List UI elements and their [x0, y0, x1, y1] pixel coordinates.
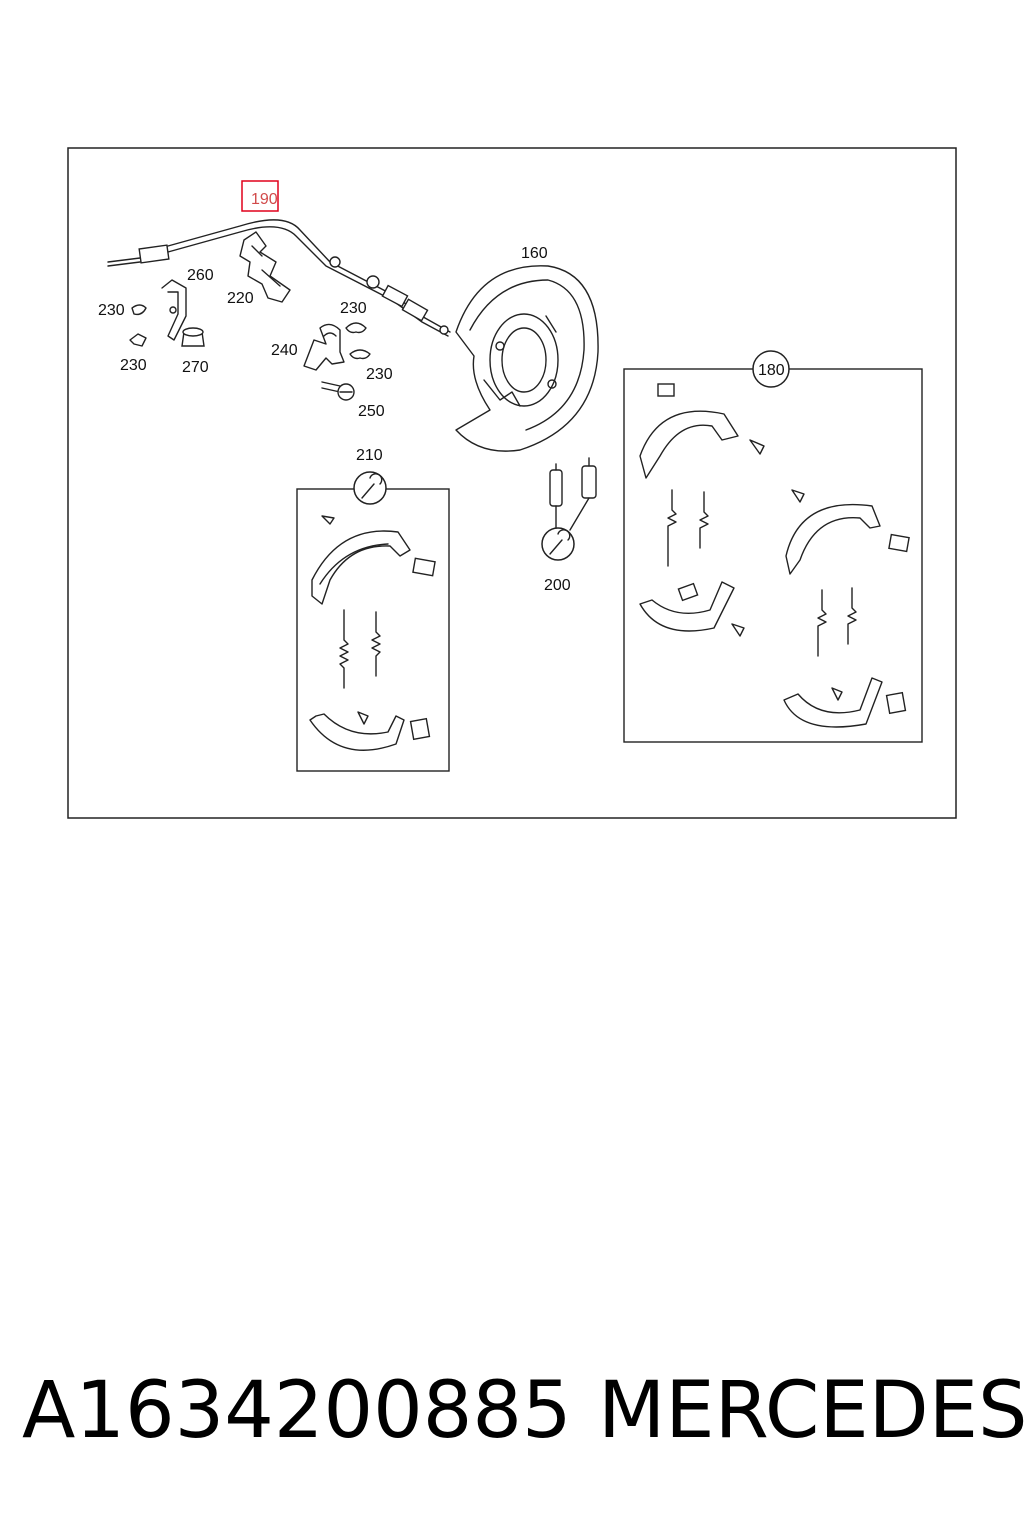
callout-230-mid-upper[interactable]: 230	[340, 300, 367, 317]
callout-160[interactable]: 160	[521, 245, 548, 262]
pin-180-d[interactable]	[831, 687, 843, 701]
brake-shoe-lower-210[interactable]	[309, 713, 405, 751]
pin-180-c[interactable]	[791, 489, 805, 503]
pad-clip-180-a[interactable]	[657, 383, 675, 397]
footer: A1634200885 MERCEDES	[0, 1372, 1024, 1472]
cable-guide-bracket[interactable]	[239, 231, 291, 303]
callout-180[interactable]: 180	[758, 362, 785, 379]
pad-clip-210-lower[interactable]	[409, 717, 431, 741]
brand-name: MERCEDES	[598, 1366, 1024, 1456]
callout-230-left-lower[interactable]: 230	[120, 357, 147, 374]
wrench-icon	[353, 471, 387, 505]
brake-shoe-180-d[interactable]	[783, 677, 907, 728]
clip-230-left-upper[interactable]	[131, 304, 147, 316]
cable-retainer[interactable]	[303, 323, 345, 371]
spring-210-left[interactable]	[339, 609, 349, 689]
pin-180-a[interactable]	[749, 439, 765, 455]
wrench-icon	[541, 527, 575, 561]
part-number: A1634200885	[22, 1366, 572, 1456]
callout-270[interactable]: 270	[182, 359, 209, 376]
spring-180-b[interactable]	[817, 587, 857, 657]
pad-clip-210[interactable]	[412, 557, 436, 577]
brake-shoe-180-b[interactable]	[639, 581, 735, 632]
callout-210[interactable]: 210	[356, 447, 383, 464]
callout-220[interactable]: 220	[227, 290, 254, 307]
brake-backing-plate[interactable]	[455, 265, 599, 452]
clip-230-mid-upper[interactable]	[345, 322, 367, 334]
clip-230-mid-lower[interactable]	[349, 349, 371, 360]
leader-line	[569, 497, 590, 531]
cable-holder-clamp[interactable]	[161, 279, 205, 347]
spring-180-a[interactable]	[667, 489, 709, 567]
bolt[interactable]	[321, 381, 355, 401]
callout-260[interactable]: 260	[187, 267, 214, 284]
diagram-frame	[67, 147, 957, 819]
brake-shoe-180-a[interactable]	[639, 410, 739, 479]
pin-180-b[interactable]	[731, 623, 745, 637]
spring-210-right[interactable]	[371, 611, 381, 677]
pin-210-lower[interactable]	[357, 711, 369, 725]
pin-210[interactable]	[321, 515, 335, 525]
callout-240[interactable]: 240	[271, 342, 298, 359]
callout-200[interactable]: 200	[544, 577, 571, 594]
parts-diagram: 190 160 260 220 230 230 270 230 230 240 …	[67, 147, 957, 819]
brake-adjuster[interactable]	[549, 457, 597, 507]
clip-230-left-lower[interactable]	[129, 333, 147, 347]
callout-230-mid-lower[interactable]: 230	[366, 366, 393, 383]
callout-230-left-upper[interactable]: 230	[98, 302, 125, 319]
callout-180-circle	[752, 350, 790, 388]
callout-190[interactable]: 190	[251, 191, 278, 208]
parking-brake-cable[interactable]	[107, 219, 451, 337]
brake-shoe-180-c[interactable]	[785, 503, 910, 575]
callout-250[interactable]: 250	[358, 403, 385, 420]
brake-shoe-upper-210[interactable]	[311, 530, 411, 605]
highlight-box-190	[241, 180, 279, 212]
